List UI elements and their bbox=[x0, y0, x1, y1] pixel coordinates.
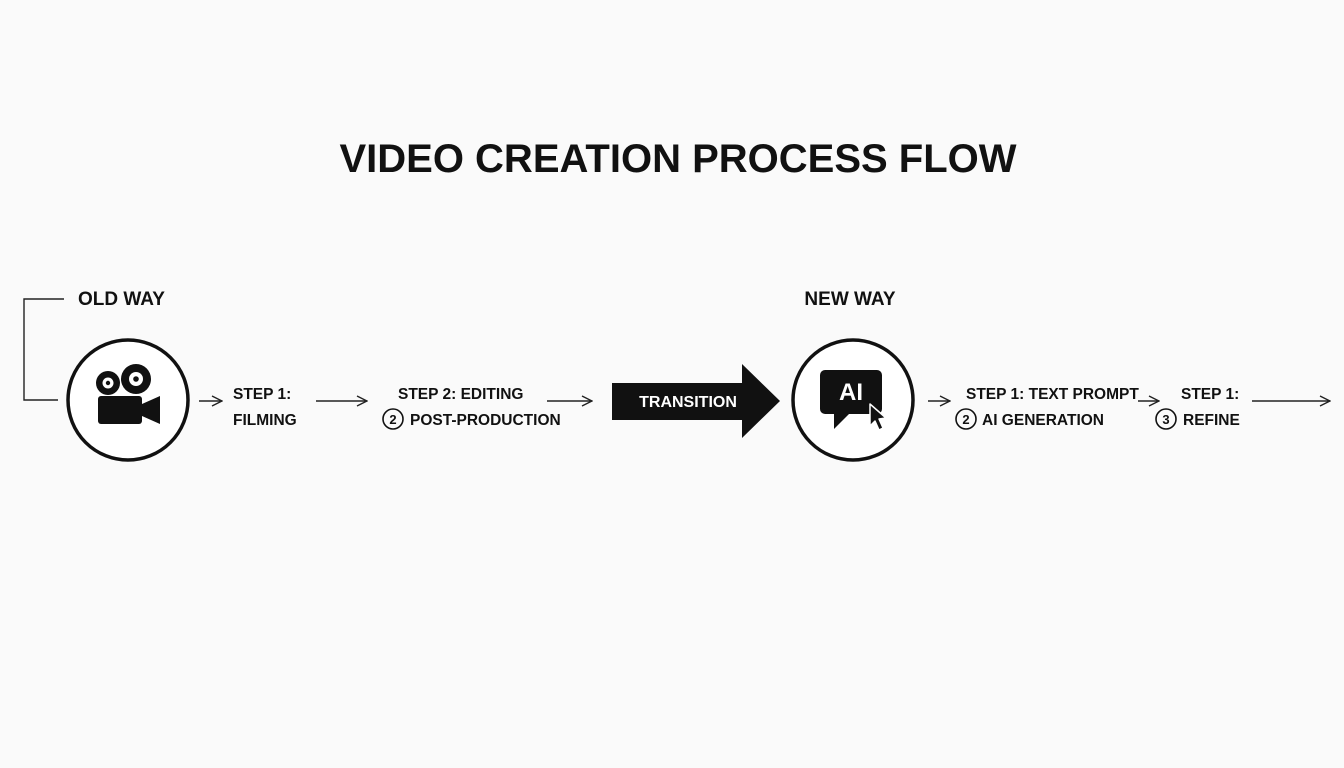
new-way-label: NEW WAY bbox=[804, 289, 895, 310]
movie-camera-icon bbox=[96, 364, 160, 424]
old-step-2-number: 2 bbox=[389, 412, 396, 427]
new-step-2-title: STEP 1: bbox=[1181, 386, 1239, 403]
old-step-1: STEP 1: FILMING bbox=[233, 386, 297, 429]
old-step-2-title: STEP 2: EDITING bbox=[398, 386, 523, 403]
old-step-2: STEP 2: EDITING 2 POST-PRODUCTION bbox=[382, 386, 561, 430]
old-way-bracket bbox=[23, 298, 64, 401]
old-step-2-desc: POST-PRODUCTION bbox=[410, 412, 561, 429]
ai-chat-cursor-icon: AI bbox=[820, 370, 887, 431]
transition-label: TRANSITION bbox=[639, 394, 737, 411]
new-step-1-number: 2 bbox=[962, 412, 969, 427]
new-step-1-title: STEP 1: TEXT PROMPT bbox=[966, 386, 1139, 403]
new-step-2: STEP 1: 3 REFINE bbox=[1155, 386, 1240, 430]
new-step-2-desc: REFINE bbox=[1183, 412, 1240, 429]
old-way-label: OLD WAY bbox=[78, 289, 165, 310]
transition-arrow: TRANSITION bbox=[612, 364, 780, 438]
old-step-1-desc: FILMING bbox=[233, 412, 297, 429]
old-step-1-title: STEP 1: bbox=[233, 386, 291, 403]
diagram-title: VIDEO CREATION PROCESS FLOW bbox=[339, 137, 1016, 181]
new-step-2-number: 3 bbox=[1162, 412, 1169, 427]
new-step-1-desc: AI GENERATION bbox=[982, 412, 1104, 429]
ai-icon-text: AI bbox=[839, 379, 863, 406]
new-way-icon-node: AI bbox=[791, 338, 915, 462]
new-step-1: STEP 1: TEXT PROMPT 2 AI GENERATION bbox=[955, 386, 1139, 430]
old-way-icon-node bbox=[66, 338, 190, 462]
